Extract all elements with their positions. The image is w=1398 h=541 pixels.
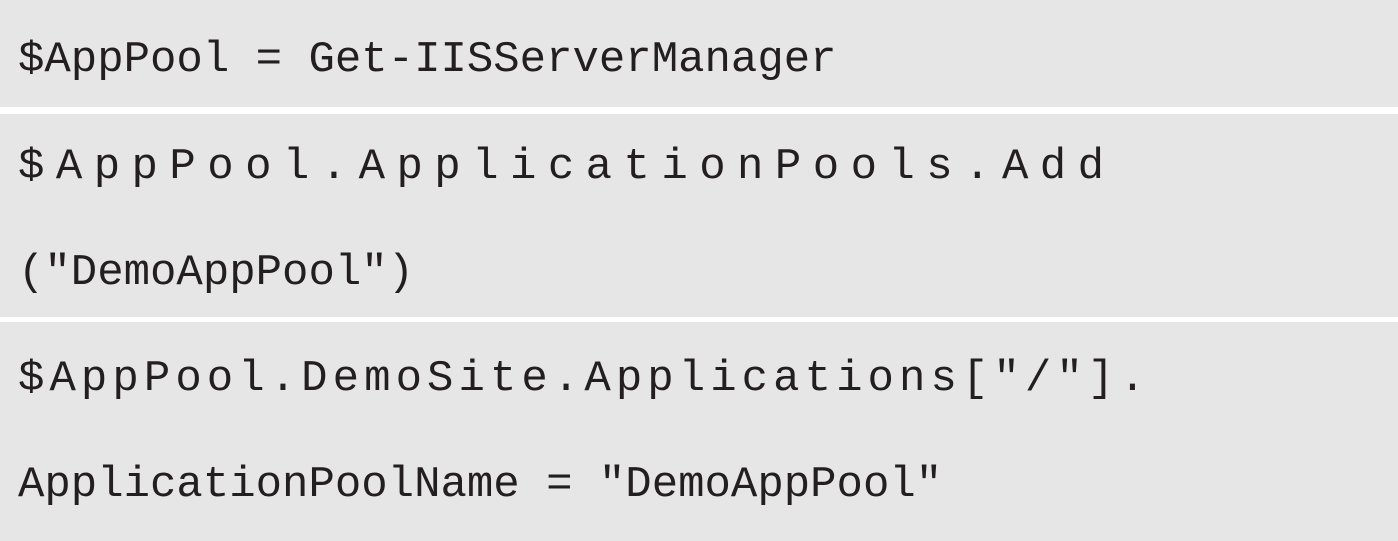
code-block-server-manager <box>0 0 1398 107</box>
code-block-add-app-pool <box>0 114 1398 317</box>
code-block-assign-app-pool <box>0 322 1398 541</box>
code-line-pool-name-assignment: ApplicationPoolName = "DemoAppPool" <box>18 460 943 510</box>
code-line-application-pools-add: $AppPool.ApplicationPools.Add <box>18 142 1116 192</box>
code-line-add-argument: ("DemoAppPool") <box>18 248 415 298</box>
code-line-applications-path: $AppPool.DemoSite.Applications["/"]. <box>18 354 1151 404</box>
code-line-get-server-manager: $AppPool = Get-IISServerManager <box>18 35 837 85</box>
